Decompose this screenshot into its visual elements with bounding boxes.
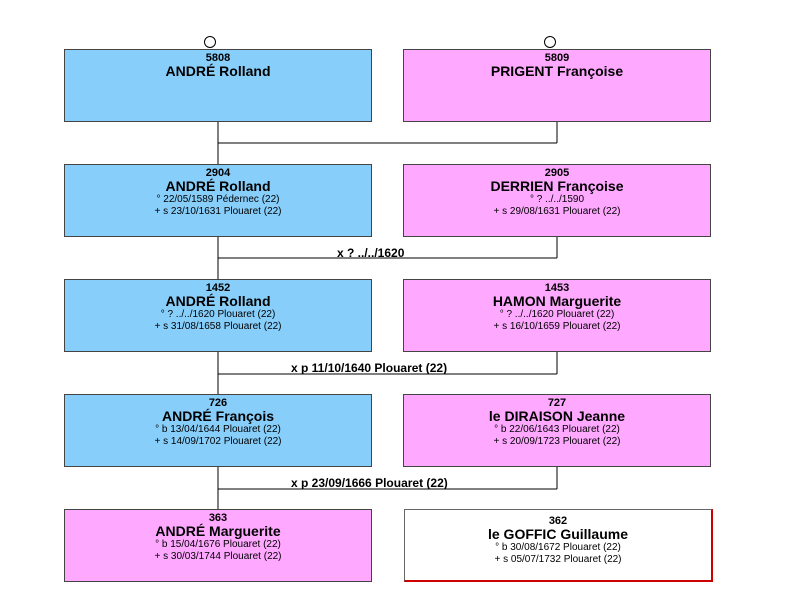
person-card-1453[interactable]: 1453 HAMON Marguerite ° ? ../../1620 Plo… [403, 279, 711, 352]
birth-event: ° 22/05/1589 Pédernec (22) [156, 194, 280, 205]
birth-event: ° ? ../../1620 Plouaret (22) [160, 309, 276, 320]
person-card-2905[interactable]: 2905 DERRIEN Françoise ° ? ../../1590 + … [403, 164, 711, 237]
death-event: + s 05/07/1732 Plouaret (22) [494, 554, 622, 565]
person-name: le DIRAISON Jeanne [488, 408, 626, 424]
person-name: ANDRÉ François [161, 408, 275, 424]
sosa-number: 362 [548, 515, 568, 527]
person-card-5809[interactable]: 5809 PRIGENT Françoise [403, 49, 711, 122]
unknown-ancestor-marker-left [204, 36, 216, 48]
person-card-362[interactable]: 362 le GOFFIC Guillaume ° b 30/08/1672 P… [404, 509, 713, 582]
marriage-label: x p 23/09/1666 Plouaret (22) [291, 476, 448, 490]
person-name: ANDRÉ Rolland [165, 293, 271, 309]
person-card-363[interactable]: 363 ANDRÉ Marguerite ° b 15/04/1676 Plou… [64, 509, 372, 582]
person-name: ANDRÉ Rolland [165, 63, 271, 79]
sosa-number: 363 [208, 512, 228, 524]
sosa-number: 5808 [205, 52, 231, 64]
death-event: + s 29/08/1631 Plouaret (22) [493, 206, 621, 217]
unknown-ancestor-marker-right [544, 36, 556, 48]
sosa-number: 1452 [205, 282, 231, 294]
person-name: HAMON Marguerite [492, 293, 622, 309]
sosa-number: 2905 [544, 167, 570, 179]
sosa-number: 5809 [544, 52, 570, 64]
person-name: DERRIEN Françoise [490, 178, 624, 194]
person-card-2904[interactable]: 2904 ANDRÉ Rolland ° 22/05/1589 Pédernec… [64, 164, 372, 237]
person-card-726[interactable]: 726 ANDRÉ François ° b 13/04/1644 Plouar… [64, 394, 372, 467]
death-event: + s 16/10/1659 Plouaret (22) [493, 321, 621, 332]
birth-event: ° b 22/06/1643 Plouaret (22) [494, 424, 620, 435]
death-event: + s 30/03/1744 Plouaret (22) [154, 551, 282, 562]
birth-event: ° b 15/04/1676 Plouaret (22) [155, 539, 281, 550]
person-card-5808[interactable]: 5808 ANDRÉ Rolland [64, 49, 372, 122]
sosa-number: 726 [208, 397, 228, 409]
death-event: + s 14/09/1702 Plouaret (22) [154, 436, 282, 447]
death-event: + s 20/09/1723 Plouaret (22) [493, 436, 621, 447]
person-name: ANDRÉ Rolland [165, 178, 271, 194]
person-name: le GOFFIC Guillaume [487, 526, 629, 542]
sosa-number: 727 [547, 397, 567, 409]
marriage-label: x p 11/10/1640 Plouaret (22) [291, 361, 448, 375]
marriage-label: x ? ../../1620 [337, 246, 405, 260]
sosa-number: 1453 [544, 282, 570, 294]
birth-event: ° ? ../../1590 [529, 194, 585, 205]
person-card-727[interactable]: 727 le DIRAISON Jeanne ° b 22/06/1643 Pl… [403, 394, 711, 467]
birth-event: ° b 30/08/1672 Plouaret (22) [495, 542, 621, 553]
death-event: + s 31/08/1658 Plouaret (22) [154, 321, 282, 332]
birth-event: ° b 13/04/1644 Plouaret (22) [155, 424, 281, 435]
birth-event: ° ? ../../1620 Plouaret (22) [499, 309, 615, 320]
death-event: + s 23/10/1631 Plouaret (22) [154, 206, 282, 217]
person-name: PRIGENT Françoise [490, 63, 624, 79]
person-card-1452[interactable]: 1452 ANDRÉ Rolland ° ? ../../1620 Plouar… [64, 279, 372, 352]
person-name: ANDRÉ Marguerite [155, 523, 281, 539]
sosa-number: 2904 [205, 167, 231, 179]
